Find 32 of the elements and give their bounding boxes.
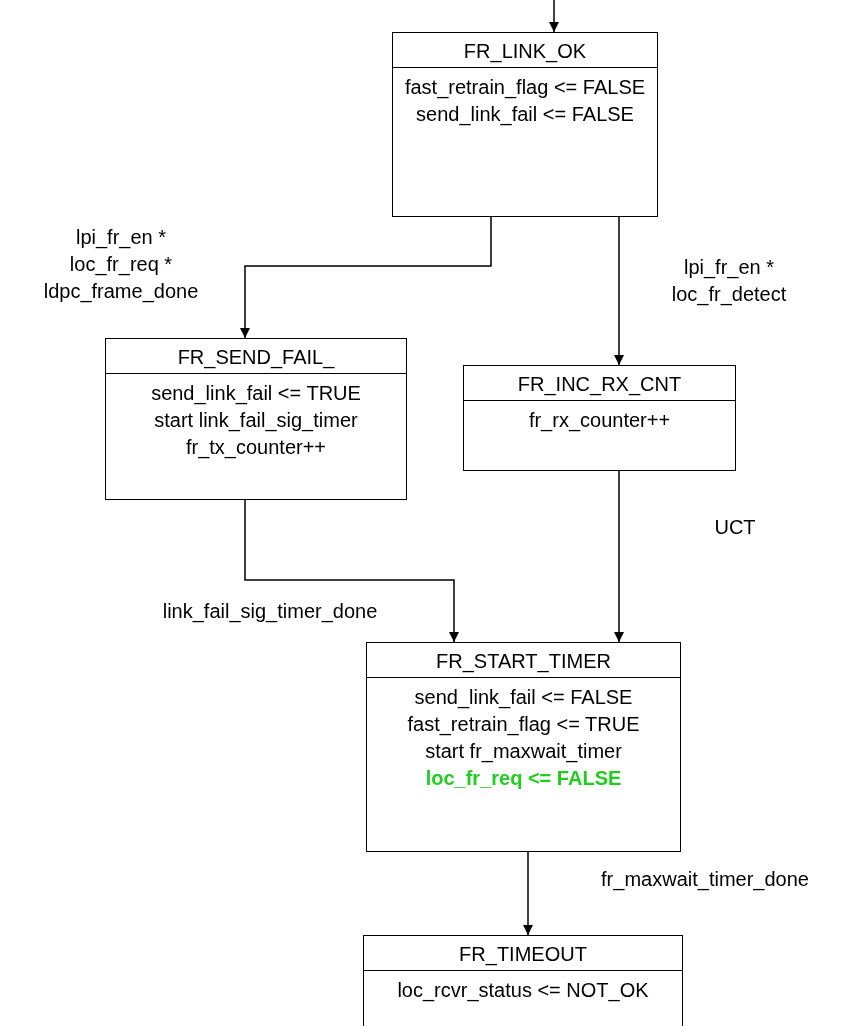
state-box	[392, 32, 658, 217]
arrow	[614, 216, 624, 366]
arrow	[549, 0, 559, 33]
arrow	[244, 499, 459, 643]
transition-condition: lpi_fr_en * loc_fr_req * ldpc_frame_done	[42, 225, 200, 305]
arrow	[240, 216, 492, 339]
state-action: start fr_maxwait_timer	[425, 739, 622, 765]
state-action: send_link_fail <= FALSE	[414, 685, 633, 711]
state-box	[363, 935, 683, 1026]
state-name: FR_TIMEOUT	[459, 944, 587, 964]
transition-condition: link_fail_sig_timer_done	[161, 599, 379, 625]
state-name: FR_START_TIMER	[436, 651, 611, 671]
state-action: send_link_fail <= FALSE	[416, 102, 634, 128]
state-box	[463, 365, 736, 471]
state-name: FR_SEND_FAIL_	[177, 347, 335, 367]
state-action: fast_retrain_flag <= FALSE	[404, 75, 646, 101]
state-name: FR_INC_RX_CNT	[517, 374, 682, 394]
arrow	[523, 851, 533, 936]
state-action: fast_retrain_flag <= TRUE	[407, 712, 640, 738]
state-action: send_link_fail <= TRUE	[151, 381, 361, 407]
state-action: loc_fr_req <= FALSE	[425, 766, 622, 791]
transition-condition: fr_maxwait_timer_done	[600, 867, 810, 893]
arrow	[614, 470, 624, 643]
state-action: loc_rcvr_status <= NOT_OK	[397, 978, 649, 1004]
state-action: fr_rx_counter++	[528, 408, 671, 434]
state-box	[105, 338, 407, 500]
state-name: FR_LINK_OK	[463, 41, 587, 61]
transition-condition: UCT	[713, 515, 757, 540]
state-action: start link_fail_sig_timer	[154, 408, 358, 434]
state-action: fr_tx_counter++	[185, 435, 327, 461]
state-box	[366, 642, 681, 852]
transition-condition: lpi_fr_en * loc_fr_detect	[670, 255, 788, 308]
